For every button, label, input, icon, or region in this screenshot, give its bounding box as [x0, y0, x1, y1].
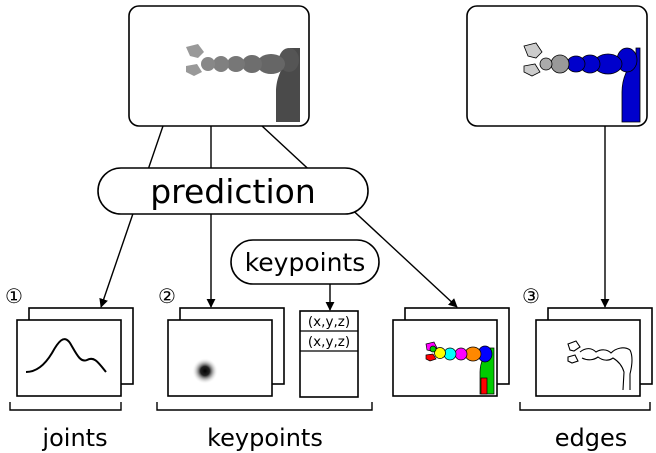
- prediction-pill: prediction: [97, 167, 369, 215]
- segmented-arm-parts: [425, 341, 495, 395]
- marker-one: ①: [5, 284, 23, 308]
- prediction-label: prediction: [150, 172, 316, 211]
- depth-arm-silhouette: [186, 44, 300, 122]
- heatmap-spot: [192, 358, 218, 384]
- keypoints-label: keypoints: [207, 424, 323, 452]
- marker-two: ②: [158, 284, 176, 308]
- keypoint-row: (x,y,z): [308, 334, 350, 350]
- heatmap-output-stack: [167, 307, 285, 397]
- edges-output-stack: [535, 307, 653, 397]
- keypoint-list-box: (x,y,z) (x,y,z): [299, 310, 359, 398]
- edge-outline: [567, 340, 633, 391]
- group-brackets: [9, 402, 651, 411]
- joints-output-stack: [16, 307, 134, 397]
- keypoint-row: (x,y,z): [308, 314, 350, 330]
- joint-curve: [25, 338, 107, 373]
- segmented-arm-silhouette: [523, 42, 641, 123]
- joints-label: joints: [41, 424, 107, 452]
- edges-label: edges: [555, 424, 628, 452]
- marker-three: ③: [522, 284, 540, 308]
- keypoints-bubble-label: keypoints: [245, 248, 366, 277]
- keypoints-bubble: keypoints: [230, 239, 380, 285]
- input-segmented-image: [466, 5, 648, 127]
- segmentation-output-stack: [392, 307, 510, 397]
- input-depth-image: [128, 5, 310, 127]
